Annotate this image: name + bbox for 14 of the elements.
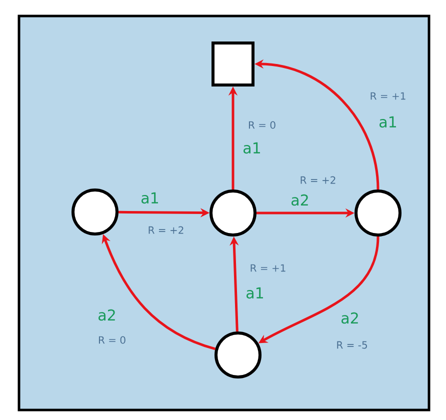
state-circle bbox=[354, 190, 402, 236]
state-circle bbox=[214, 332, 262, 378]
action-label: a1 bbox=[140, 191, 160, 205]
action-label: a2 bbox=[340, 311, 360, 325]
action-label: a2 bbox=[290, 193, 310, 207]
terminal-square bbox=[212, 42, 254, 86]
action-label: a1 bbox=[244, 286, 266, 300]
action-label: a1 bbox=[378, 115, 398, 129]
state-circle bbox=[210, 190, 256, 236]
state-circle bbox=[72, 188, 118, 236]
action-label: a1 bbox=[242, 141, 262, 155]
action-label: a2 bbox=[96, 308, 118, 322]
reward-label: R = 0 bbox=[246, 120, 278, 130]
reward-label: R = 0 bbox=[96, 335, 128, 345]
